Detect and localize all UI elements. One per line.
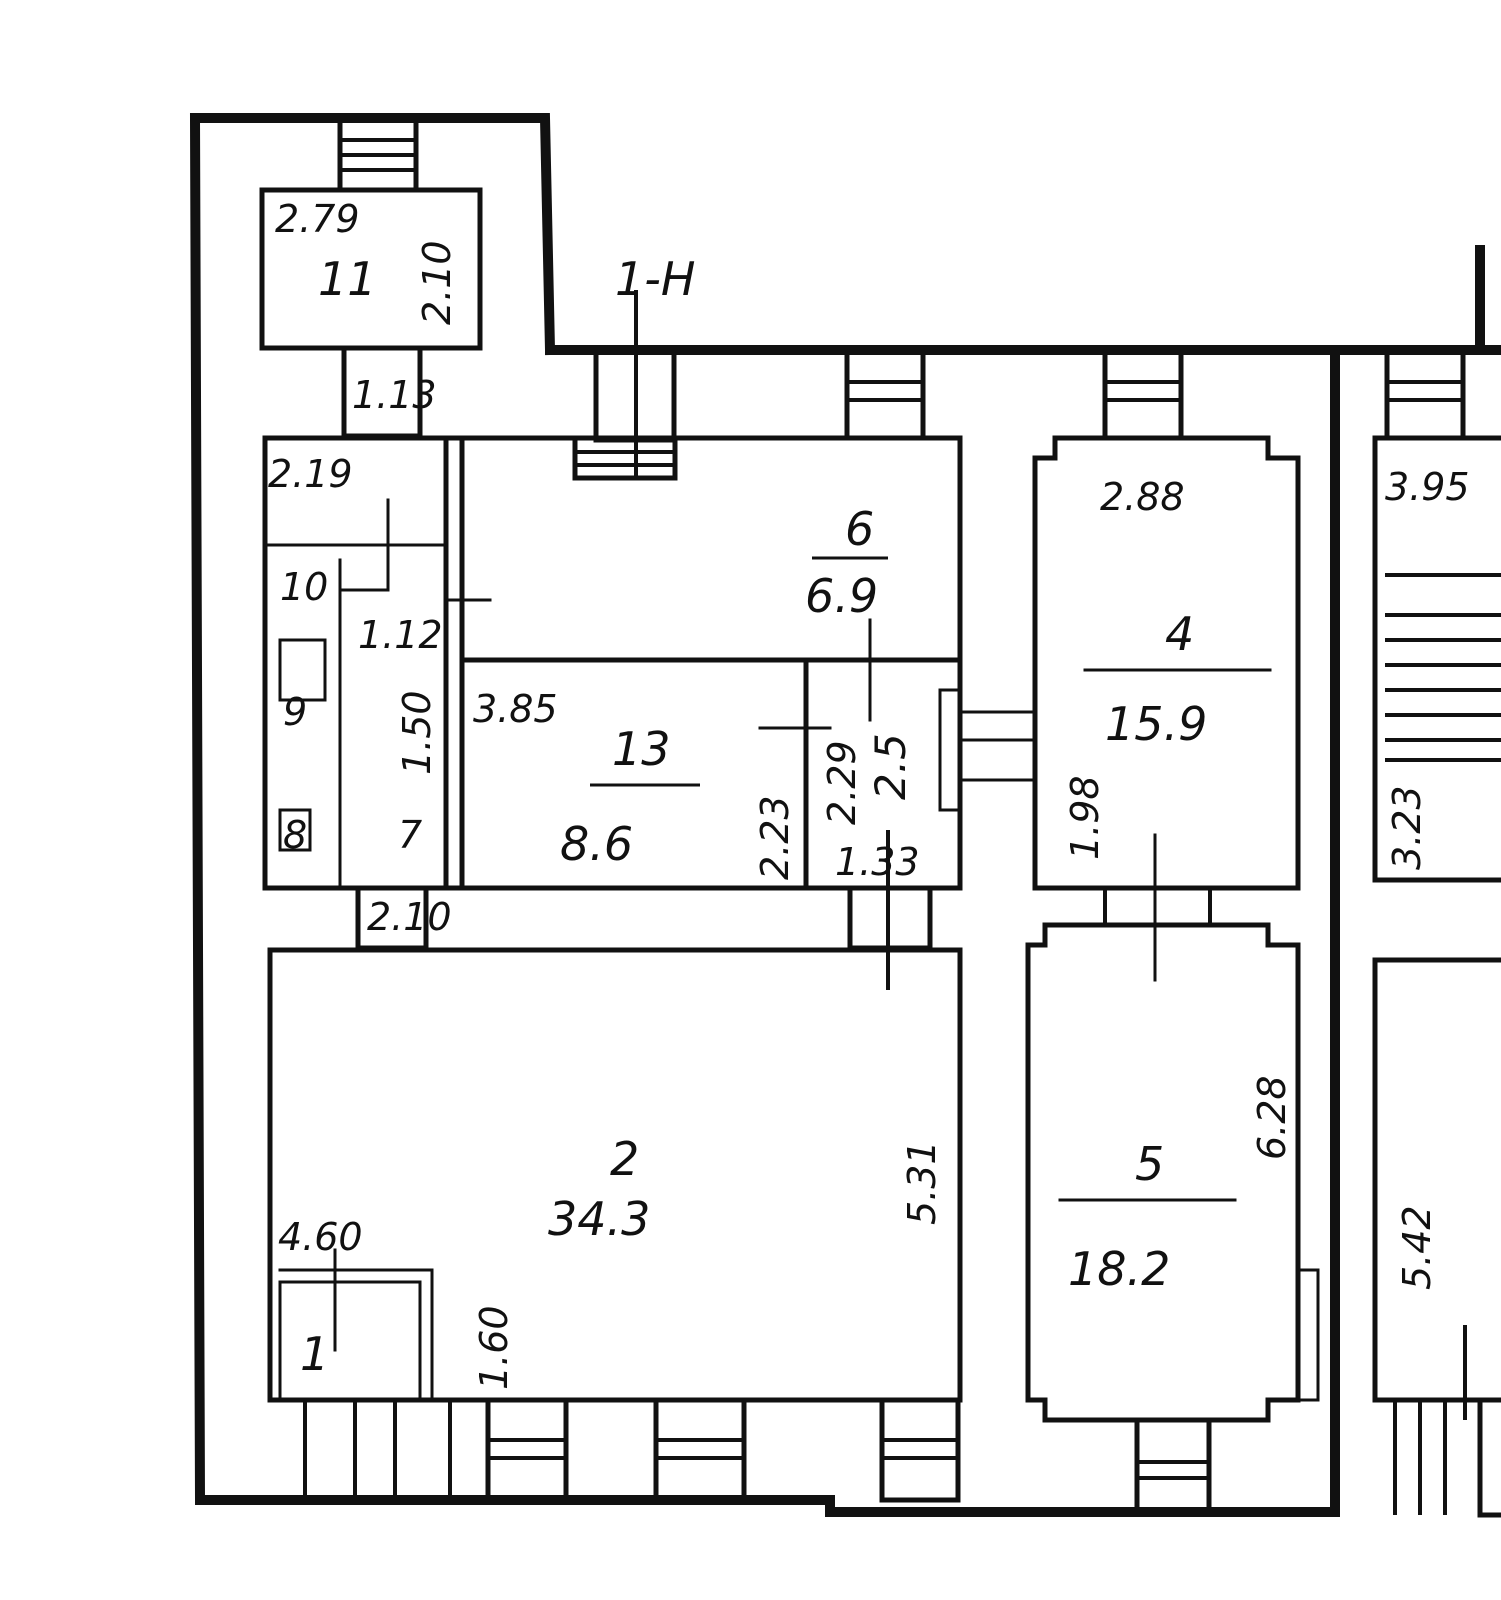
room-10-dim-b: 1.12 (358, 613, 443, 657)
room-13-height: 2.23 (753, 795, 797, 880)
room-2-number: 2 (610, 1132, 639, 1186)
windows-bottom (303, 1397, 1212, 1515)
room-10-number: 10 (280, 565, 328, 609)
room-5-height: 6.28 (1250, 1075, 1294, 1160)
right-block-dim-b: 5.42 (1395, 1205, 1439, 1290)
room-4-area: 15.9 (1105, 697, 1207, 751)
room-11-passage: 1.13 (352, 373, 437, 417)
room-2-area: 34.3 (548, 1192, 650, 1246)
entrance-1h-stair (572, 290, 678, 481)
room-11-width: 2.79 (275, 197, 360, 241)
windows-top (844, 347, 1466, 441)
room-12-area: 2.5 (866, 733, 915, 800)
room-13-area: 8.6 (560, 817, 633, 871)
unit-label: 1-Н (615, 252, 695, 306)
room-10-height: 1.50 (395, 690, 439, 775)
room-12-height: 2.29 (820, 740, 864, 825)
room-4-number: 4 (1165, 607, 1194, 661)
central-block-walls (262, 435, 1037, 891)
room-2-walls (267, 947, 963, 1403)
right-block-width: 3.95 (1385, 465, 1470, 509)
room-5-area: 18.2 (1068, 1242, 1170, 1296)
room-6-area: 6.9 (805, 569, 878, 623)
room-1-number: 1 (300, 1327, 329, 1381)
room-4-height: 1.98 (1063, 775, 1107, 860)
right-partial-block (1372, 435, 1501, 1518)
small-label-8: 8 (283, 813, 307, 857)
room-6-number: 6 (845, 502, 874, 556)
small-label-9: 9 (283, 690, 307, 734)
room-11-height: 2.10 (415, 240, 459, 325)
small-label-7: 7 (398, 813, 422, 857)
room-12-width: 1.33 (835, 840, 920, 884)
corridor-width: 2.10 (367, 895, 452, 939)
room-4-width: 2.88 (1100, 475, 1185, 519)
room-13-width: 3.85 (473, 687, 558, 731)
room-1-height: 1.60 (472, 1305, 516, 1390)
room-2-height: 5.31 (900, 1140, 944, 1225)
room-1-width: 4.60 (278, 1215, 363, 1259)
room-13-number: 13 (612, 722, 671, 776)
room-5-walls (1025, 922, 1320, 1423)
right-block-dim-a: 3.23 (1385, 785, 1429, 870)
room-11-number: 11 (318, 252, 377, 306)
room-5-number: 5 (1135, 1137, 1164, 1191)
room-10-width: 2.19 (268, 452, 353, 496)
room-4-walls (1032, 435, 1301, 982)
entrance-stair-top (337, 115, 419, 193)
